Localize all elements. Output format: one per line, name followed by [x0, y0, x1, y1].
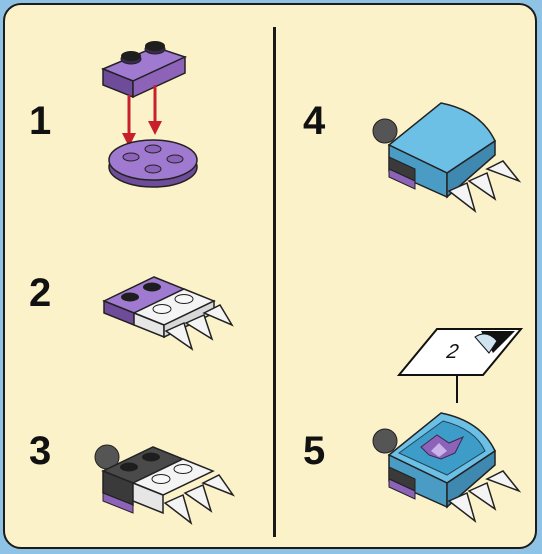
blue-curved-slope-assembly-icon: [372, 102, 522, 213]
step-number-4: 4: [303, 99, 326, 143]
purple-white-plate-with-claws-icon: [102, 276, 234, 351]
step-number-2: 2: [29, 271, 52, 315]
step-number-3: 3: [29, 429, 52, 473]
purple-brick-onto-round-plate-icon: [101, 41, 198, 188]
decorated-slope-with-sticker-icon: [372, 412, 522, 523]
step-number-1: 1: [29, 99, 52, 143]
instruction-panel: 1 2 3 4 5: [3, 3, 537, 549]
column-divider: [273, 27, 276, 537]
step-number-5: 5: [303, 429, 326, 473]
sticker-card-icon: [397, 328, 524, 403]
black-white-assembly-with-claws-icon: [94, 444, 236, 525]
